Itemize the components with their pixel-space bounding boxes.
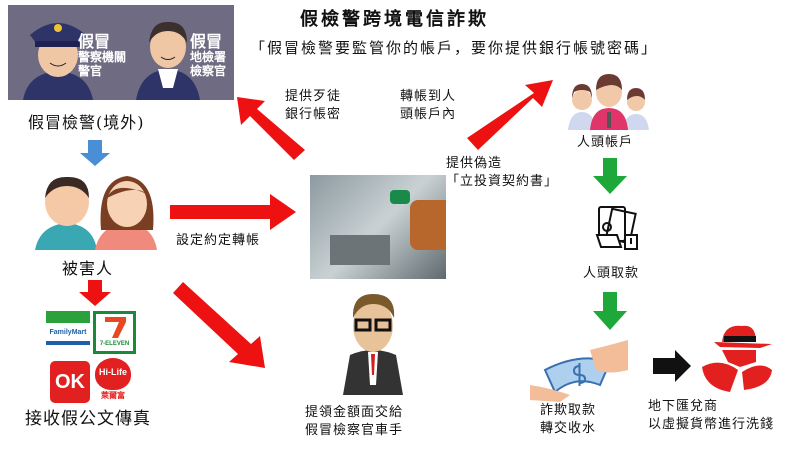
police-officer-icon [23, 23, 93, 100]
collect-label: 詐欺取款轉交收水 [540, 403, 597, 436]
fax-label: 接收假公文傳真 [25, 409, 151, 429]
mule-withdraw-label: 人頭取款 [583, 266, 640, 281]
seven-eleven-text: 7-ELEVEN [99, 341, 130, 347]
forged-contract-label: 提供偽造「立投資契約書」 [446, 156, 559, 189]
prosecutor-icon [136, 21, 200, 100]
diagram-subtitle: 「假冒檢警要監管你的帳戶，要你提供銀行帳號密碼」 [250, 39, 659, 57]
green-down-arrow-2 [593, 292, 627, 330]
seven-eleven-logo: 7-ELEVEN [93, 311, 136, 354]
seven-digit-shape [105, 317, 126, 338]
dollar-sign-icon [572, 363, 587, 386]
black-right-arrow [653, 350, 691, 382]
transfer-label: 轉帳到人頭帳戶內 [400, 89, 457, 122]
red-upright-arrow [467, 80, 553, 150]
hilife-logo: Hi-Life 萊爾富 [95, 358, 135, 404]
victims-icon [35, 176, 157, 250]
ok-mart-logo: OK [50, 361, 90, 403]
red-right-arrow [170, 194, 296, 230]
launder-label: 地下匯兌商以虛擬貨幣進行洗錢 [648, 399, 775, 432]
handover-label: 提領金額面交給假冒檢察官車手 [305, 405, 404, 438]
familymart-logo: FamilyMart [46, 311, 90, 351]
mule-account-people-icon [568, 74, 649, 130]
green-down-arrow-1 [593, 158, 627, 194]
red-upleft-arrow [237, 97, 305, 160]
police-label: 假冒 警察機關 警官 [78, 32, 127, 79]
atm-photo [310, 175, 446, 279]
fake-officials-panel: 假冒 警察機關 警官 假冒 地檢署 檢察官 [8, 5, 234, 100]
cash-handover-icon [530, 340, 628, 402]
prosecutor-label: 假冒 地檢署 檢察官 [190, 32, 227, 79]
blue-down-arrow [80, 140, 110, 166]
spy-underground-banker-icon [702, 325, 772, 392]
mule-account-label: 人頭帳戶 [577, 135, 634, 150]
red-downright-arrow [173, 282, 265, 368]
set-transfer-label: 設定約定轉帳 [176, 233, 261, 248]
victim-label: 被害人 [62, 259, 114, 278]
diagram-title: 假檢警跨境電信詐欺 [300, 9, 489, 30]
cash-withdrawal-icon [595, 206, 638, 250]
fake-officials-label: 假冒檢警(境外) [28, 113, 145, 132]
money-mule-driver-icon [343, 294, 403, 395]
provide-account-label: 提供歹徒銀行帳密 [285, 89, 342, 122]
red-down-arrow [79, 280, 111, 306]
